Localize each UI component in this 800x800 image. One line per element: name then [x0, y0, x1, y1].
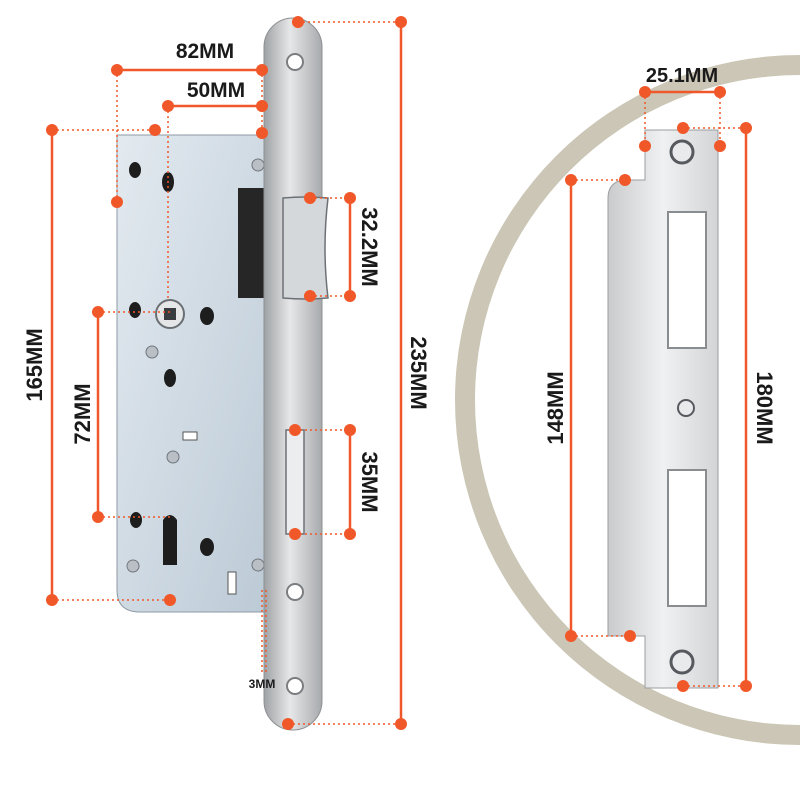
dimension-dots [46, 16, 752, 730]
lock-hole [129, 162, 141, 178]
dim-dot [740, 122, 752, 134]
strike-screw-hole [669, 139, 695, 165]
dim-dot [289, 528, 301, 540]
dim-dot [256, 64, 268, 76]
label-180mm: 180MM [752, 371, 777, 444]
screw [166, 450, 180, 464]
lock-slot [227, 571, 237, 595]
dim-dot [639, 86, 651, 98]
dim-dot [256, 100, 268, 112]
dim-dot [92, 306, 104, 318]
lock-slot [182, 431, 198, 441]
dim-dot [46, 124, 58, 136]
lock-hole [164, 369, 176, 387]
dim-dot [619, 174, 631, 186]
lock-hole [200, 538, 214, 556]
lock-body [116, 134, 269, 613]
dim-dot [740, 680, 752, 692]
dim-dot [304, 192, 316, 204]
dim-dot [344, 424, 356, 436]
cylinder-cutout [163, 515, 177, 565]
label-72mm: 72MM [70, 383, 95, 444]
dim-dot [677, 680, 689, 692]
mortise-lock [116, 17, 329, 731]
screw [126, 559, 140, 573]
latch-bolt [282, 196, 329, 300]
dim-dot [149, 124, 161, 136]
deadbolt [285, 429, 305, 535]
latch-mechanism [238, 188, 264, 298]
screw [251, 158, 265, 172]
dim-dot [164, 594, 176, 606]
strike-latch-opening [667, 211, 707, 349]
faceplate-screw-hole [286, 53, 304, 71]
dim-dot [677, 122, 689, 134]
screw [145, 345, 159, 359]
label-82mm: 82MM [176, 40, 234, 63]
dim-dot [92, 511, 104, 523]
dim-dot [256, 127, 268, 139]
dim-dot [289, 424, 301, 436]
dim-dot [344, 192, 356, 204]
label-3mm: 3MM [249, 677, 276, 691]
strike-screw-hole [669, 649, 695, 675]
dim-dot [344, 290, 356, 302]
label-165mm: 165MM [22, 328, 47, 401]
lock-hole [130, 512, 142, 528]
dim-dot [624, 630, 636, 642]
label-50mm: 50MM [187, 79, 245, 102]
dim-dot [111, 64, 123, 76]
dim-dot [282, 718, 294, 730]
dimension-lines [50, 21, 748, 725]
dim-dot [714, 86, 726, 98]
label-235mm: 235MM [406, 336, 431, 409]
dim-dot [344, 528, 356, 540]
dim-dot [395, 16, 407, 28]
faceplate [263, 17, 323, 731]
dim-dot [565, 174, 577, 186]
spindle-square [164, 308, 176, 320]
dim-dot [395, 718, 407, 730]
screw [251, 558, 265, 572]
dim-dot [162, 100, 174, 112]
dim-dot [565, 630, 577, 642]
faceplate-screw-hole [286, 677, 304, 695]
dim-dot [304, 290, 316, 302]
strike-center-screw [677, 399, 695, 417]
strike-bolt-opening [667, 469, 707, 607]
dim-dot [111, 196, 123, 208]
label-35mm: 35MM [357, 451, 382, 512]
lock-hole [129, 302, 141, 318]
label-148mm: 148MM [543, 371, 568, 444]
label-25-1mm: 25.1MM [646, 65, 718, 87]
dim-dot [714, 140, 726, 152]
faceplate-screw-hole [286, 583, 304, 601]
label-32-2mm: 32.2MM [357, 207, 382, 286]
dim-dot [639, 140, 651, 152]
dim-dot [46, 594, 58, 606]
strike-plate [607, 129, 719, 689]
dim-dot [292, 16, 304, 28]
lock-hole [200, 307, 214, 325]
